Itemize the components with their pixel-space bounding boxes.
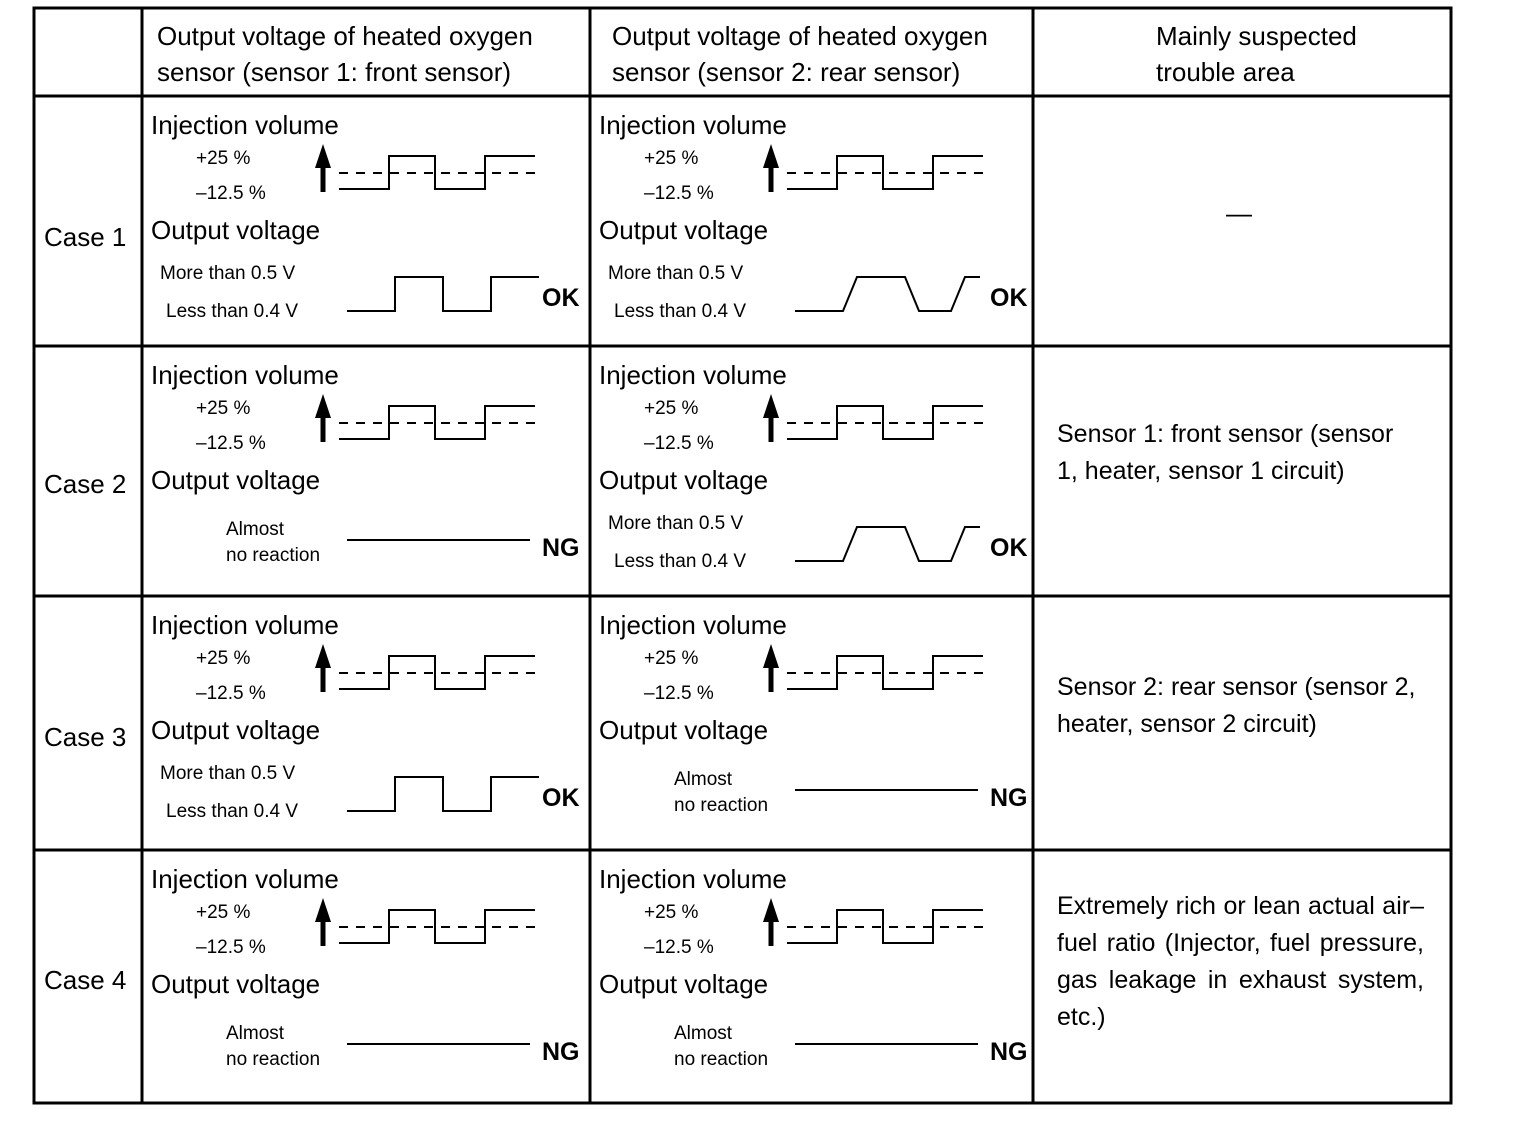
case-label: Case 4 xyxy=(44,965,127,995)
plus-25-label: +25 % xyxy=(196,148,251,169)
plus-25-label: +25 % xyxy=(644,648,699,669)
result-label: OK xyxy=(542,784,580,812)
plus-25-label: +25 % xyxy=(644,902,699,923)
injection-volume-waveform xyxy=(339,405,535,440)
injection-volume-label: Injection volume xyxy=(151,864,339,894)
injection-volume-waveform xyxy=(339,909,535,944)
almost-label: Almost xyxy=(226,1023,285,1044)
injection-volume-waveform xyxy=(787,155,983,190)
injection-volume-waveform xyxy=(787,405,983,440)
minus-12-5-label: –12.5 % xyxy=(644,683,714,704)
result-label: NG xyxy=(990,1038,1028,1066)
output-voltage-label: Output voltage xyxy=(599,465,769,495)
plus-25-label: +25 % xyxy=(196,648,251,669)
result-label: NG xyxy=(542,1038,580,1066)
output-voltage-label: Output voltage xyxy=(151,969,321,999)
injection-volume-waveform xyxy=(339,155,535,190)
header-trouble-area: Mainly suspected trouble area xyxy=(1156,21,1357,87)
no-reaction-label: no reaction xyxy=(226,545,321,566)
injection-volume-label: Injection volume xyxy=(151,610,339,640)
output-voltage-waveform xyxy=(347,776,539,812)
trouble-area-sensor2: Sensor 2: rear sensor (sensor 2, heater,… xyxy=(1057,673,1416,738)
result-label: OK xyxy=(990,284,1028,312)
almost-label: Almost xyxy=(674,1023,733,1044)
minus-12-5-label: –12.5 % xyxy=(644,183,714,204)
result-label: NG xyxy=(990,784,1028,812)
output-voltage-label: Output voltage xyxy=(151,215,321,245)
more-than-0-5v-label: More than 0.5 V xyxy=(608,513,744,534)
arrow-head-icon xyxy=(763,144,779,168)
injection-volume-label: Injection volume xyxy=(599,864,787,894)
result-label: OK xyxy=(990,534,1028,562)
output-voltage-label: Output voltage xyxy=(151,465,321,495)
result-label: NG xyxy=(542,534,580,562)
minus-12-5-label: –12.5 % xyxy=(644,433,714,454)
more-than-0-5v-label: More than 0.5 V xyxy=(608,263,744,284)
trouble-area-air-fuel: Extremely rich or lean actual air–fuel r… xyxy=(1057,892,1424,1031)
more-than-0-5v-label: More than 0.5 V xyxy=(160,263,296,284)
no-reaction-label: no reaction xyxy=(226,1049,321,1070)
plus-25-label: +25 % xyxy=(196,398,251,419)
almost-label: Almost xyxy=(674,769,733,790)
output-voltage-label: Output voltage xyxy=(599,215,769,245)
injection-volume-label: Injection volume xyxy=(151,110,339,140)
result-label: OK xyxy=(542,284,580,312)
no-reaction-label: no reaction xyxy=(674,795,769,816)
minus-12-5-label: –12.5 % xyxy=(196,937,266,958)
case-label: Case 1 xyxy=(44,222,127,252)
injection-volume-waveform xyxy=(339,655,535,690)
injection-volume-label: Injection volume xyxy=(599,610,787,640)
output-voltage-label: Output voltage xyxy=(599,715,769,745)
injection-volume-waveform xyxy=(787,909,983,944)
less-than-0-4v-label: Less than 0.4 V xyxy=(614,301,747,322)
less-than-0-4v-label: Less than 0.4 V xyxy=(166,801,299,822)
plus-25-label: +25 % xyxy=(644,398,699,419)
arrow-head-icon xyxy=(315,144,331,168)
minus-12-5-label: –12.5 % xyxy=(644,937,714,958)
arrow-head-icon xyxy=(763,394,779,418)
plus-25-label: +25 % xyxy=(644,148,699,169)
minus-12-5-label: –12.5 % xyxy=(196,433,266,454)
output-voltage-waveform xyxy=(347,276,539,312)
case-label: Case 2 xyxy=(44,469,127,499)
output-voltage-waveform xyxy=(795,526,980,562)
plus-25-label: +25 % xyxy=(196,902,251,923)
almost-label: Almost xyxy=(226,519,285,540)
arrow-head-icon xyxy=(763,898,779,922)
arrow-head-icon xyxy=(315,898,331,922)
less-than-0-4v-label: Less than 0.4 V xyxy=(614,551,747,572)
minus-12-5-label: –12.5 % xyxy=(196,183,266,204)
output-voltage-waveform xyxy=(795,276,980,312)
case-label: Case 3 xyxy=(44,722,127,752)
output-voltage-label: Output voltage xyxy=(151,715,321,745)
waveforms-layer xyxy=(315,144,983,1045)
minus-12-5-label: –12.5 % xyxy=(196,683,266,704)
arrow-head-icon xyxy=(763,644,779,668)
arrow-head-icon xyxy=(315,644,331,668)
more-than-0-5v-label: More than 0.5 V xyxy=(160,763,296,784)
arrow-head-icon xyxy=(315,394,331,418)
header-front-sensor: Output voltage of heated oxygen sensor (… xyxy=(157,21,533,87)
injection-volume-label: Injection volume xyxy=(599,360,787,390)
injection-volume-waveform xyxy=(787,655,983,690)
output-voltage-label: Output voltage xyxy=(599,969,769,999)
trouble-area-none: — xyxy=(1226,198,1252,228)
less-than-0-4v-label: Less than 0.4 V xyxy=(166,301,299,322)
injection-volume-label: Injection volume xyxy=(151,360,339,390)
trouble-area-sensor1: Sensor 1: front sensor (sensor 1, heater… xyxy=(1057,420,1394,485)
table-lines xyxy=(32,6,1453,1105)
header-rear-sensor: Output voltage of heated oxygen sensor (… xyxy=(612,21,988,87)
injection-volume-label: Injection volume xyxy=(599,110,787,140)
no-reaction-label: no reaction xyxy=(674,1049,769,1070)
